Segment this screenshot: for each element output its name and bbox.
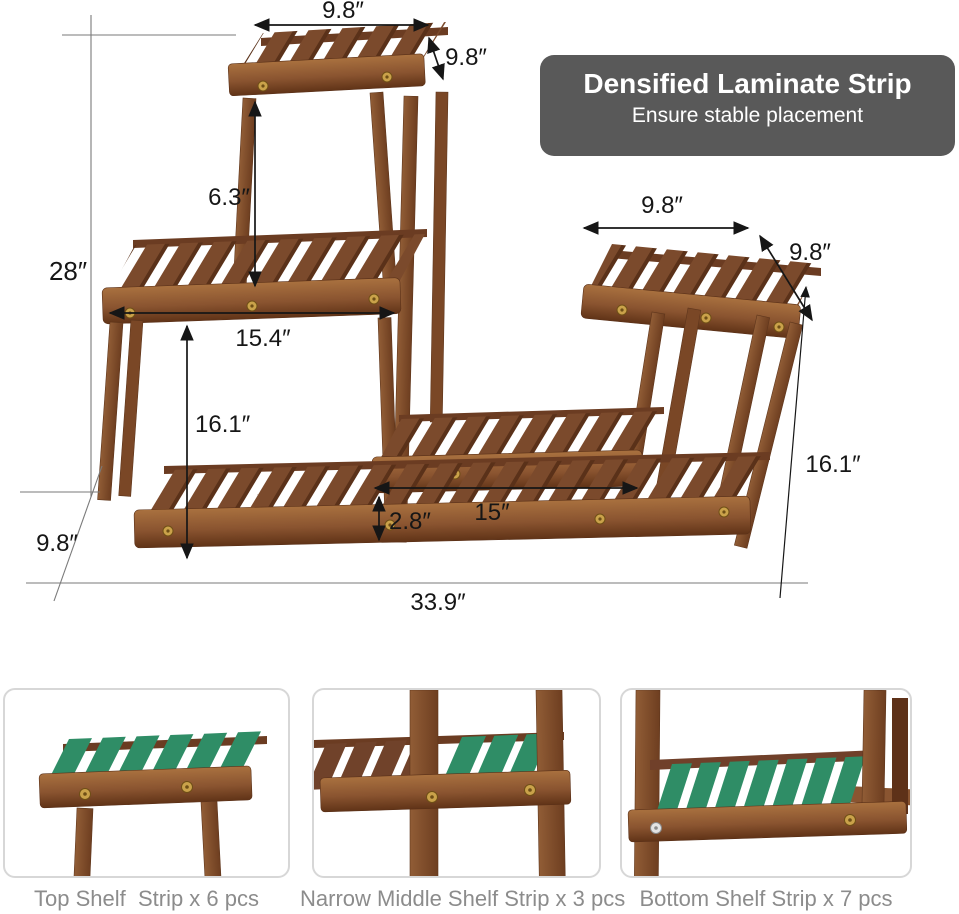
badge-subtitle: Ensure stable placement xyxy=(631,104,864,128)
feature-badge: Densified Laminate Strip Ensure stable p… xyxy=(540,55,955,156)
caption-bottom-shelf-strip: Bottom Shelf Strip x 7 pcs xyxy=(639,886,893,911)
dim-middle-clearance: 2.8″ xyxy=(389,508,431,535)
dim-total-height: 28″ xyxy=(49,256,87,286)
dim-top-shelf-width: 9.8″ xyxy=(322,0,364,24)
dim-total-width: 33.9″ xyxy=(410,589,466,616)
detail-panel-narrow-middle-shelf xyxy=(312,688,601,878)
dim-base-depth: 9.8″ xyxy=(36,530,78,557)
top-shelf-detail-illustration xyxy=(38,731,267,876)
green-strips-x7 xyxy=(654,756,866,820)
guide-lines xyxy=(20,15,808,602)
dim-right-shelf-depth: 9.8″ xyxy=(789,239,831,266)
plant-stand-illustration: 9.8″ 9.8″ 6.3″ 28″ 15.4″ 9.8″ 9.8″ 16.1″… xyxy=(20,0,861,616)
badge-title: Densified Laminate Strip xyxy=(583,68,912,99)
detail-panel-top-shelf xyxy=(3,688,290,878)
caption-narrow-middle-strip: Narrow Middle Shelf Strip x 3 pcs xyxy=(300,886,626,911)
middle-shelf-detail-illustration xyxy=(314,690,572,876)
dim-top-shelf-depth: 9.8″ xyxy=(445,44,487,71)
dim-left-tier-height: 16.1″ xyxy=(195,411,251,438)
bottom-shelf-detail-illustration xyxy=(627,690,910,876)
dim-left-shelf-width: 15.4″ xyxy=(235,325,291,352)
caption-top-shelf-strip: Top Shelf Strip x 6 pcs xyxy=(34,886,259,911)
bottom-shelf xyxy=(133,452,770,549)
dim-right-tier-height: 16.1″ xyxy=(805,451,861,478)
dim-right-shelf-width: 9.8″ xyxy=(641,192,683,219)
dim-middle-shelf-width: 15″ xyxy=(474,499,510,526)
dim-top-tier-height: 6.3″ xyxy=(208,184,250,211)
dimension-lines xyxy=(108,18,813,599)
detail-panel-bottom-shelf xyxy=(620,688,912,878)
